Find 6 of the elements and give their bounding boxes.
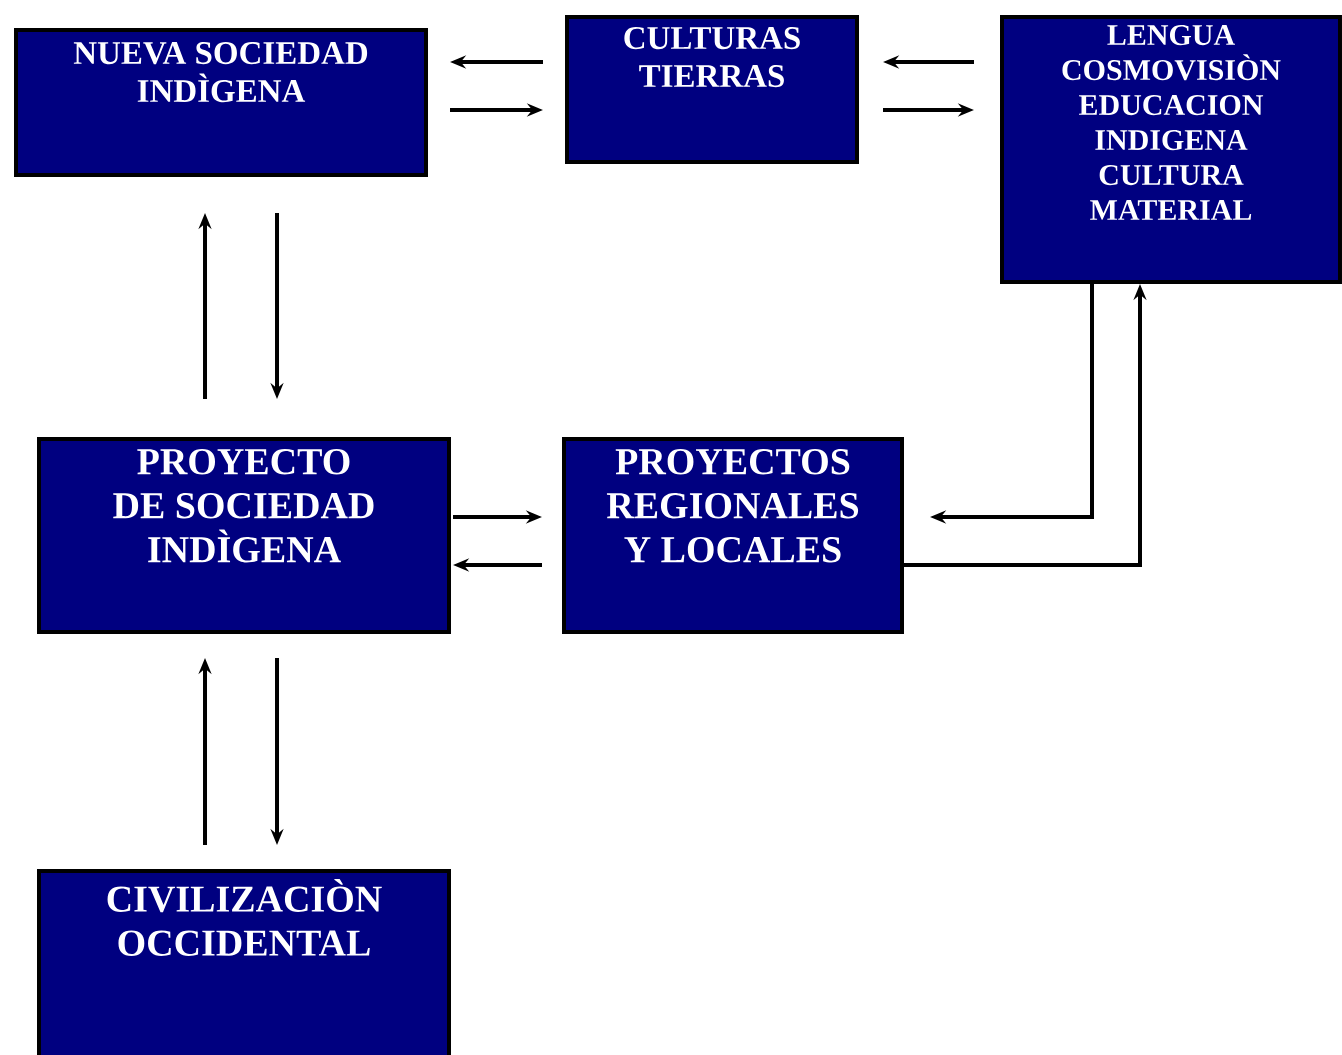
process-box: LENGUA COSMOVISIÒN EDUCACION INDIGENA CULTURA MATERIAL [1000, 15, 1342, 284]
process-box: CIVILIZACIÒN OCCIDENTAL [37, 869, 451, 1055]
process-box: NUEVA SOCIEDAD INDÌGENA [14, 28, 428, 177]
process-box: PROYECTOS REGIONALES Y LOCALES [562, 437, 904, 634]
process-box: PROYECTO DE SOCIEDAD INDÌGENA [37, 437, 451, 634]
process-box: CULTURAS TIERRAS [565, 15, 859, 164]
